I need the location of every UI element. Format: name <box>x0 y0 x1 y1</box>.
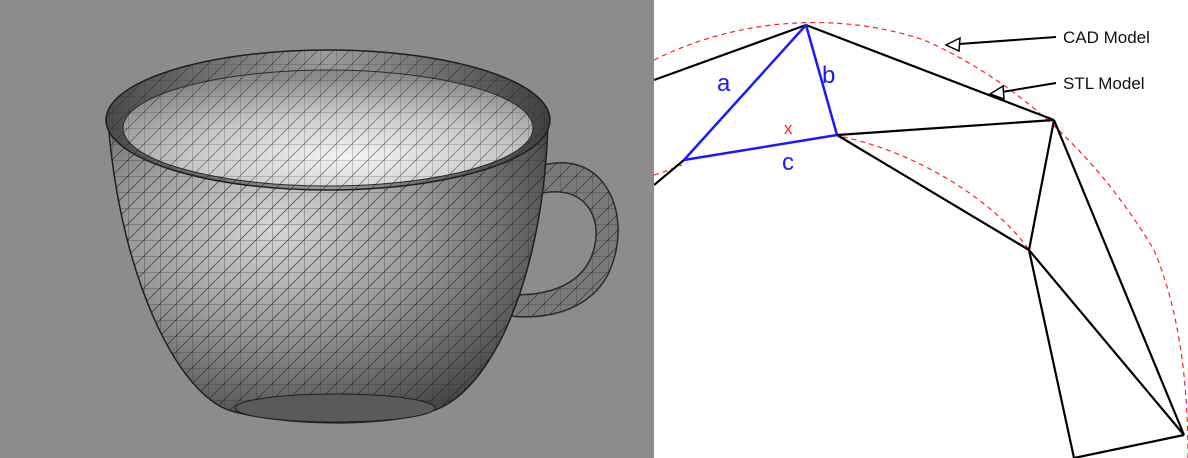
side-a-label: a <box>717 70 731 97</box>
cad-model-arrow <box>944 36 1057 53</box>
stl-model-arrow <box>988 82 1057 101</box>
cup-mesh-render <box>0 0 654 458</box>
cad-model-label: CAD Model <box>1063 28 1150 47</box>
stl-model-facets <box>654 23 1186 458</box>
side-c-label: c <box>782 149 794 176</box>
diagram-canvas: a b c x CAD Model STL Model <box>654 21 1188 458</box>
point-x-label: x <box>784 119 793 138</box>
coffee-cup-mesh-icon <box>105 49 619 424</box>
side-b-label: b <box>822 62 835 89</box>
cad-model-outline <box>654 21 1188 458</box>
stl-approximation-diagram: a b c x CAD Model STL Model <box>654 0 1188 458</box>
stl-model-label: STL Model <box>1063 74 1145 93</box>
cup-interior <box>122 69 534 187</box>
highlighted-triangle <box>683 24 839 162</box>
